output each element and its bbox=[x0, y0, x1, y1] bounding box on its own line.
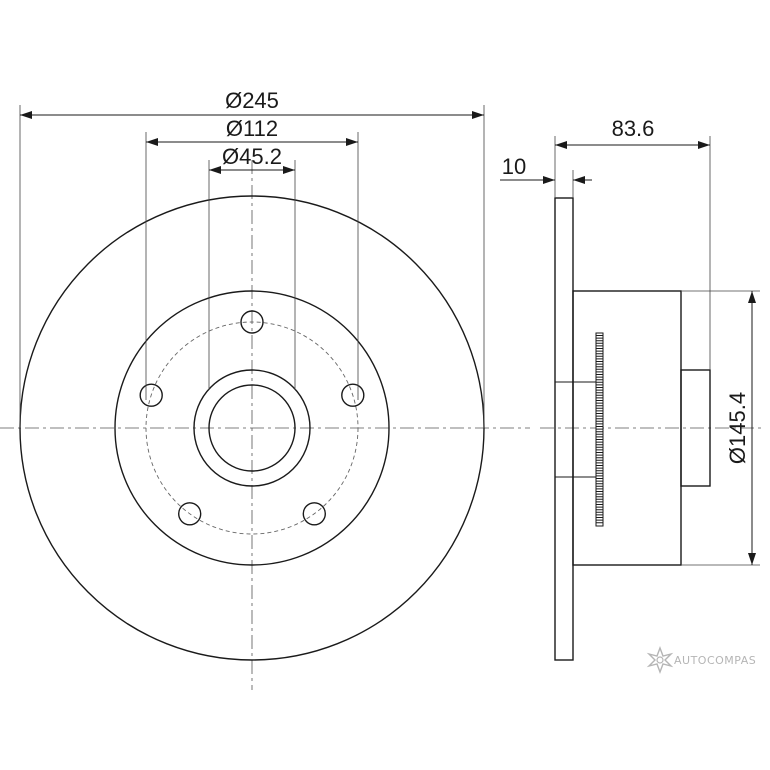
bolt-hole-right bbox=[341, 383, 365, 407]
autocompas-star-logo-icon bbox=[646, 646, 674, 674]
dim-outer-diameter-label: Ø245 bbox=[225, 88, 279, 113]
side-view: 83.6 10 Ø145.4 bbox=[500, 116, 765, 661]
dim-center-bore-label: Ø45.2 bbox=[222, 144, 282, 169]
side-hub bbox=[680, 369, 711, 487]
dim-bolt-circle-label: Ø112 bbox=[226, 116, 278, 141]
dim-hat-diameter-label: Ø145.4 bbox=[725, 392, 750, 464]
hat-outline bbox=[114, 290, 390, 566]
dim-hat-diameter: Ø145.4 bbox=[725, 291, 756, 565]
bolt-hole-lower-left bbox=[177, 502, 202, 526]
watermark: AUTOCOMPAS bbox=[646, 646, 756, 674]
center-bore bbox=[208, 384, 296, 472]
dim-disc-thickness: 10 bbox=[500, 154, 592, 184]
front-view: Ø245 Ø112 Ø45.2 bbox=[0, 88, 530, 690]
bolt-hole-lower-right bbox=[302, 502, 326, 526]
dim-center-bore: Ø45.2 bbox=[209, 144, 295, 174]
dim-overall-height: 83.6 bbox=[555, 116, 710, 149]
bolt-hole-top bbox=[240, 310, 264, 334]
bolt-hole-left bbox=[139, 383, 163, 407]
dim-outer-diameter: Ø245 bbox=[20, 88, 484, 119]
side-disc-plate bbox=[554, 197, 574, 661]
dim-disc-thickness-label: 10 bbox=[502, 154, 526, 179]
bolt-circle bbox=[145, 321, 359, 535]
hub-outer bbox=[193, 369, 311, 487]
watermark-text: AUTOCOMPAS bbox=[674, 654, 756, 667]
dim-overall-height-label: 83.6 bbox=[612, 116, 655, 141]
dim-bolt-circle: Ø112 bbox=[146, 116, 358, 146]
